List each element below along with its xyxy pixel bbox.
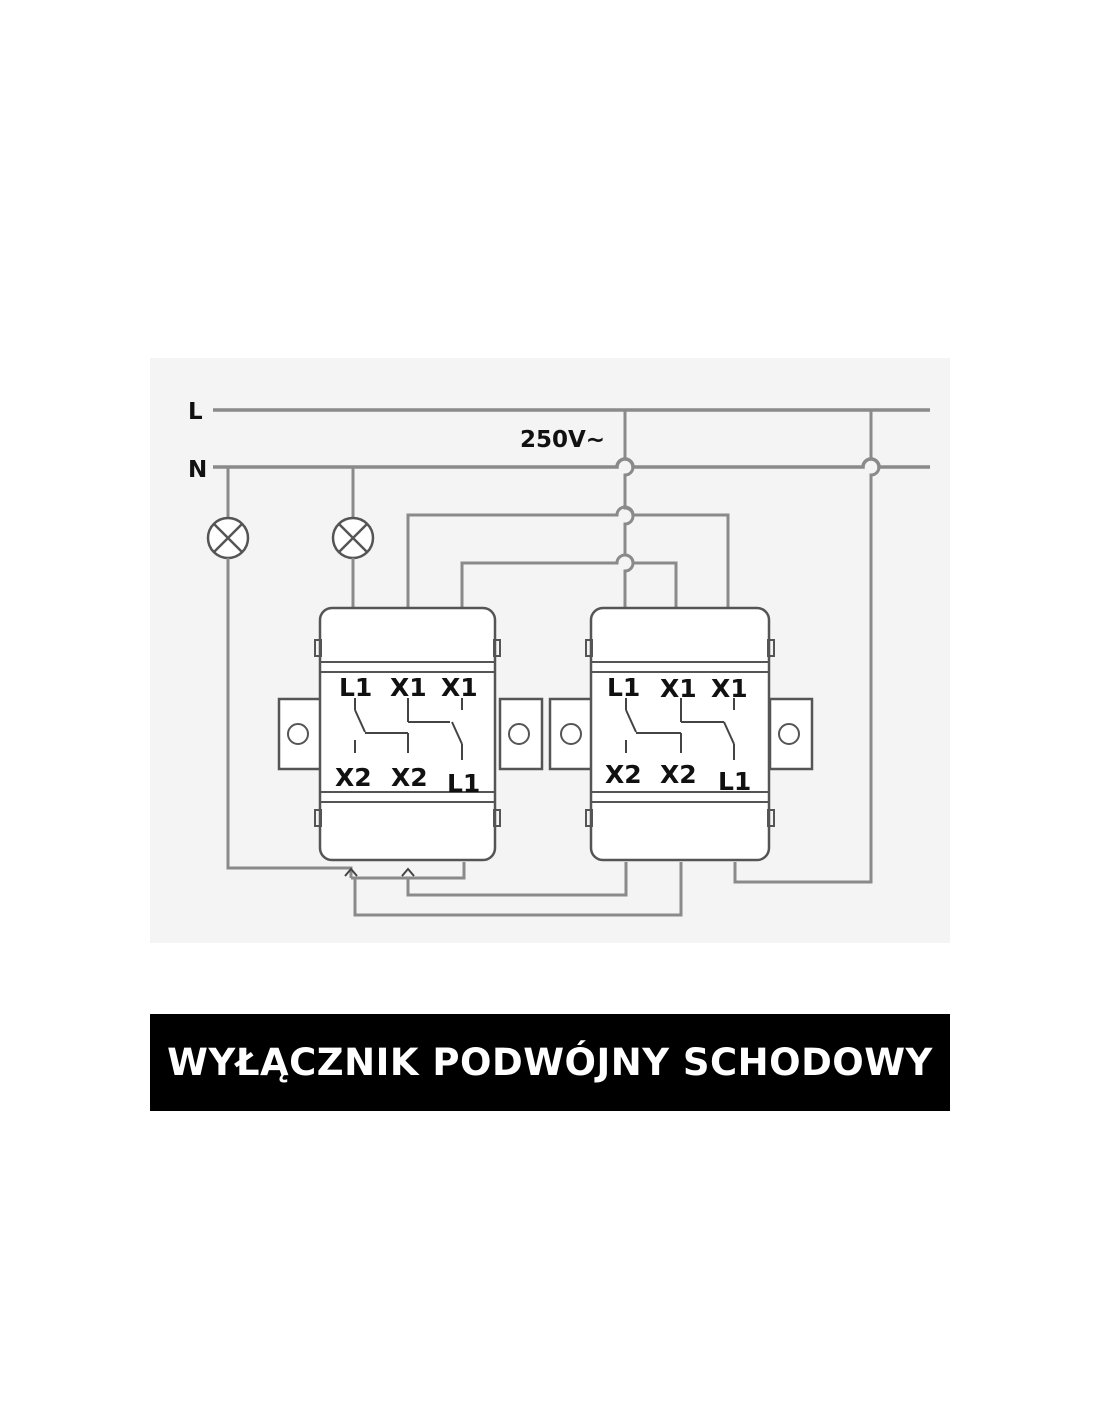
live-line-label: L	[188, 399, 203, 425]
neutral-line-label: N	[188, 457, 207, 483]
terminal-label: X1	[441, 673, 478, 702]
traveller-wire-bottom-inner	[406, 862, 628, 897]
mounting-ear-right	[768, 697, 814, 771]
switch-2	[548, 606, 814, 862]
diagram-background	[150, 358, 950, 943]
terminal-label: X1	[660, 674, 697, 703]
contact-symbol	[625, 698, 735, 760]
mounting-ear-left	[277, 697, 323, 771]
terminal-label: X1	[390, 673, 427, 702]
lamp1-return-wire	[226, 558, 353, 878]
mounting-ear-left	[548, 697, 594, 771]
contact-symbol	[354, 698, 463, 760]
voltage-label: 250V~	[520, 427, 605, 453]
terminal-label: X2	[335, 763, 372, 792]
terminal-label: L1	[447, 769, 480, 798]
terminal-label: X2	[391, 763, 428, 792]
terminal-label: L1	[607, 673, 640, 702]
terminal-label: L1	[339, 673, 372, 702]
lamp-icon	[206, 516, 250, 560]
lamp-icon	[331, 516, 375, 560]
mounting-ear-right	[498, 697, 544, 771]
traveller-wire-top-inner	[460, 553, 678, 608]
switch-1	[277, 606, 544, 862]
terminal-arrow	[344, 867, 358, 877]
right-return-wire	[733, 410, 881, 884]
terminal-label: X2	[660, 760, 697, 789]
terminal-arrow	[401, 867, 415, 877]
terminal-label: X1	[711, 674, 748, 703]
title-banner: WYŁĄCZNIK PODWÓJNY SCHODOWY	[150, 1014, 950, 1111]
terminal-label: L1	[718, 767, 751, 796]
wiring-diagram: L N 250V~ L1 X1 X1 X2 X2 L1 L1 X1 X1 X2 …	[150, 358, 950, 943]
title-text: WYŁĄCZNIK PODWÓJNY SCHODOWY	[167, 1041, 933, 1084]
switch1-bottom-link	[351, 862, 466, 880]
terminal-label: X2	[605, 760, 642, 789]
traveller-wire-bottom-outer	[353, 862, 683, 917]
traveller-wire-top-outer	[406, 505, 730, 608]
